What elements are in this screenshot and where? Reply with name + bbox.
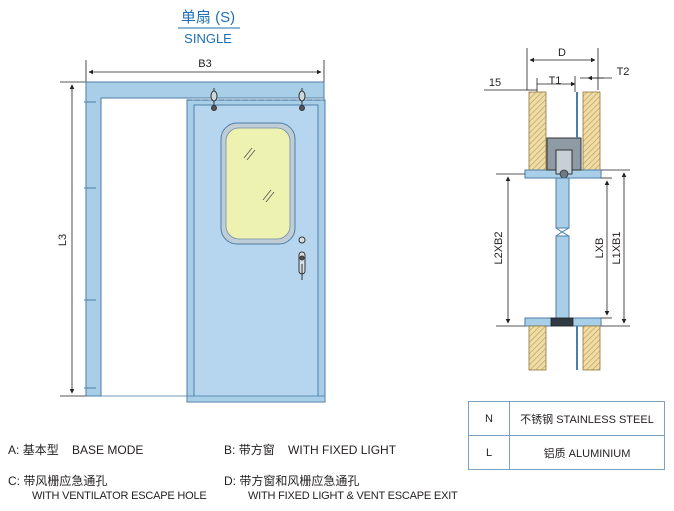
- legend-c: C: 带风栅应急通孔 WITH VENTILATOR ESCAPE HOLE: [8, 474, 207, 503]
- material-desc: 铝质 ALUMINIUM: [509, 435, 665, 470]
- b3-label: B3: [198, 58, 211, 70]
- lxb-label: LXB: [594, 238, 606, 259]
- l1xb1-label: L1XB1: [611, 231, 623, 264]
- legend-b-en: WITH FIXED LIGHT: [288, 443, 397, 457]
- leaf-section-top: [555, 177, 570, 229]
- legend-a-en: BASE MODE: [72, 443, 144, 457]
- t1-label: T1: [549, 75, 562, 87]
- title-zh: 单扇 (S): [181, 9, 235, 26]
- door-handle: [298, 236, 306, 280]
- legend-a-letter: A:: [8, 443, 20, 457]
- material-table: N 不锈钢 STAINLESS STEEL L 铝质 ALUMINIUM: [468, 401, 665, 470]
- wall-bottom-right: [582, 325, 601, 371]
- material-row: L 铝质 ALUMINIUM: [468, 435, 665, 470]
- legend-b-letter: B:: [224, 443, 236, 457]
- wall-bottom-left: [528, 325, 547, 371]
- frame-offset-label: 15: [489, 77, 501, 89]
- jamb-fixings: [84, 101, 96, 389]
- legend-a-zh: 基本型: [22, 443, 59, 457]
- roller-left: [210, 88, 218, 111]
- legend-b-zh: 带方窗: [238, 443, 275, 457]
- material-code: L: [468, 435, 510, 470]
- window-glass: [225, 127, 291, 240]
- l2xb2-label: L2XB2: [493, 231, 505, 264]
- legend-d-en: WITH FIXED LIGHT & VENT ESCAPE EXIT: [248, 490, 458, 502]
- floor-guide: [186, 395, 326, 403]
- t2-label: T2: [617, 66, 630, 78]
- floor-guide-block: [550, 317, 574, 327]
- material-desc: 不锈钢 STAINLESS STEEL: [509, 401, 665, 436]
- legend-d-zh: 带方窗和风栅应急通孔: [239, 474, 360, 488]
- leaf-section-bottom: [555, 235, 570, 319]
- legend-d-letter: D:: [224, 474, 236, 488]
- section-view: D 15 T1 T2: [484, 47, 630, 371]
- legend-a: A: 基本型 BASE MODE: [8, 443, 143, 457]
- roller-right: [298, 88, 306, 111]
- wall-top-right: [582, 91, 601, 171]
- material-row: N 不锈钢 STAINLESS STEEL: [468, 401, 665, 436]
- d-label: D: [558, 47, 566, 59]
- material-code: N: [468, 401, 510, 436]
- glass-glare: [243, 147, 275, 203]
- legend-c-letter: C:: [8, 474, 20, 488]
- front-view: B3 L3: [57, 58, 326, 403]
- title-en: SINGLE: [184, 31, 232, 46]
- legend-c-zh: 带风栅应急通孔: [23, 474, 108, 488]
- wall-top-left: [528, 91, 547, 171]
- legend-d: D: 带方窗和风栅应急通孔 WITH FIXED LIGHT & VENT ES…: [224, 474, 458, 503]
- legend-c-en: WITH VENTILATOR ESCAPE HOLE: [32, 490, 207, 502]
- legend-b: B: 带方窗 WITH FIXED LIGHT: [224, 443, 396, 457]
- l3-label: L3: [57, 234, 69, 246]
